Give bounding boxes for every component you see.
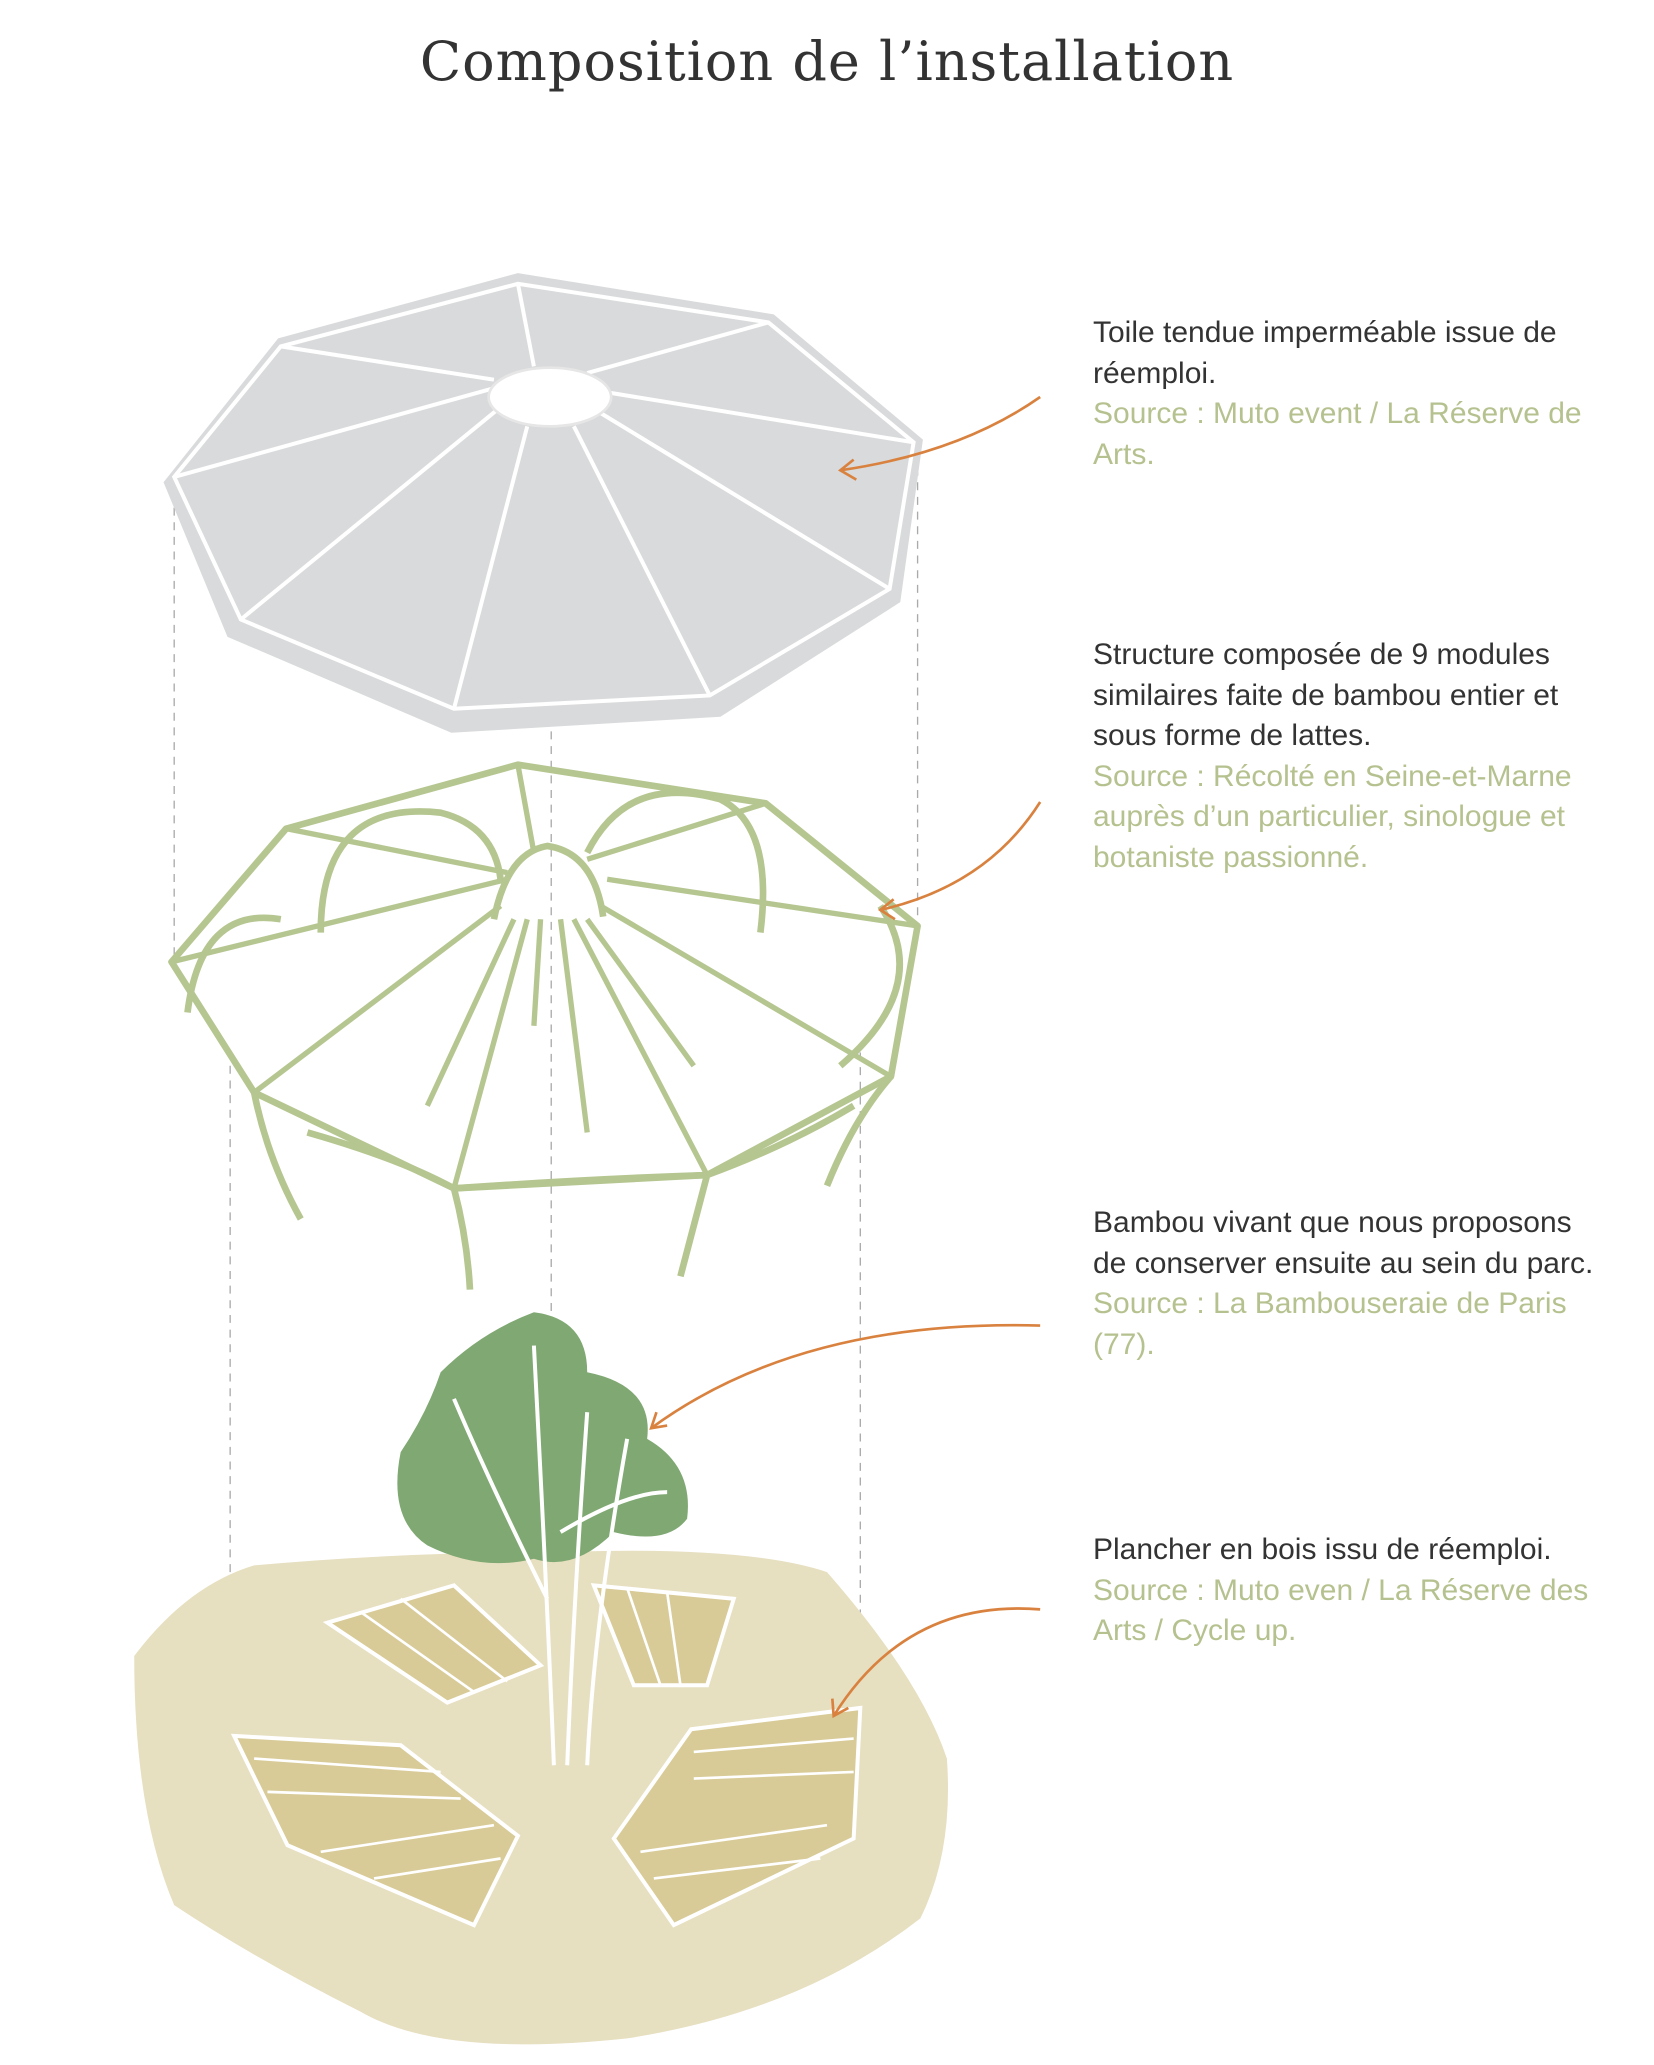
living-bamboo-layer <box>397 1312 688 1766</box>
bamboo-structure-layer <box>168 761 921 1290</box>
note-source: Source : Récolté en Seine-et-Marne auprè… <box>1093 759 1572 874</box>
note-text: Structure composée de 9 modules similair… <box>1093 638 1559 752</box>
note-structure: Structure composée de 9 modules similair… <box>1093 635 1613 878</box>
note-text: Toile tendue imperméable issue de réempl… <box>1093 316 1557 390</box>
note-source: Source : Muto event / La Réserve de Arts… <box>1093 397 1582 471</box>
note-text: Bambou vivant que nous proposons de cons… <box>1093 1206 1594 1280</box>
note-floor: Plancher en bois issu de réemploi. Sourc… <box>1093 1530 1613 1652</box>
note-source: Source : La Bambouseraie de Paris (77). <box>1093 1287 1567 1361</box>
note-source: Source : Muto even / La Réserve des Arts… <box>1093 1573 1589 1648</box>
roof-canvas-layer <box>163 273 923 733</box>
callout-arrows <box>649 395 1042 1719</box>
note-text: Plancher en bois issu de réemploi. <box>1093 1533 1552 1566</box>
page-title: Composition de l’installation <box>419 30 1235 93</box>
note-canvas: Toile tendue imperméable issue de réempl… <box>1093 313 1613 475</box>
note-bamboo: Bambou vivant que nous proposons de cons… <box>1093 1203 1613 1365</box>
wooden-floor-layer <box>134 1550 949 2045</box>
